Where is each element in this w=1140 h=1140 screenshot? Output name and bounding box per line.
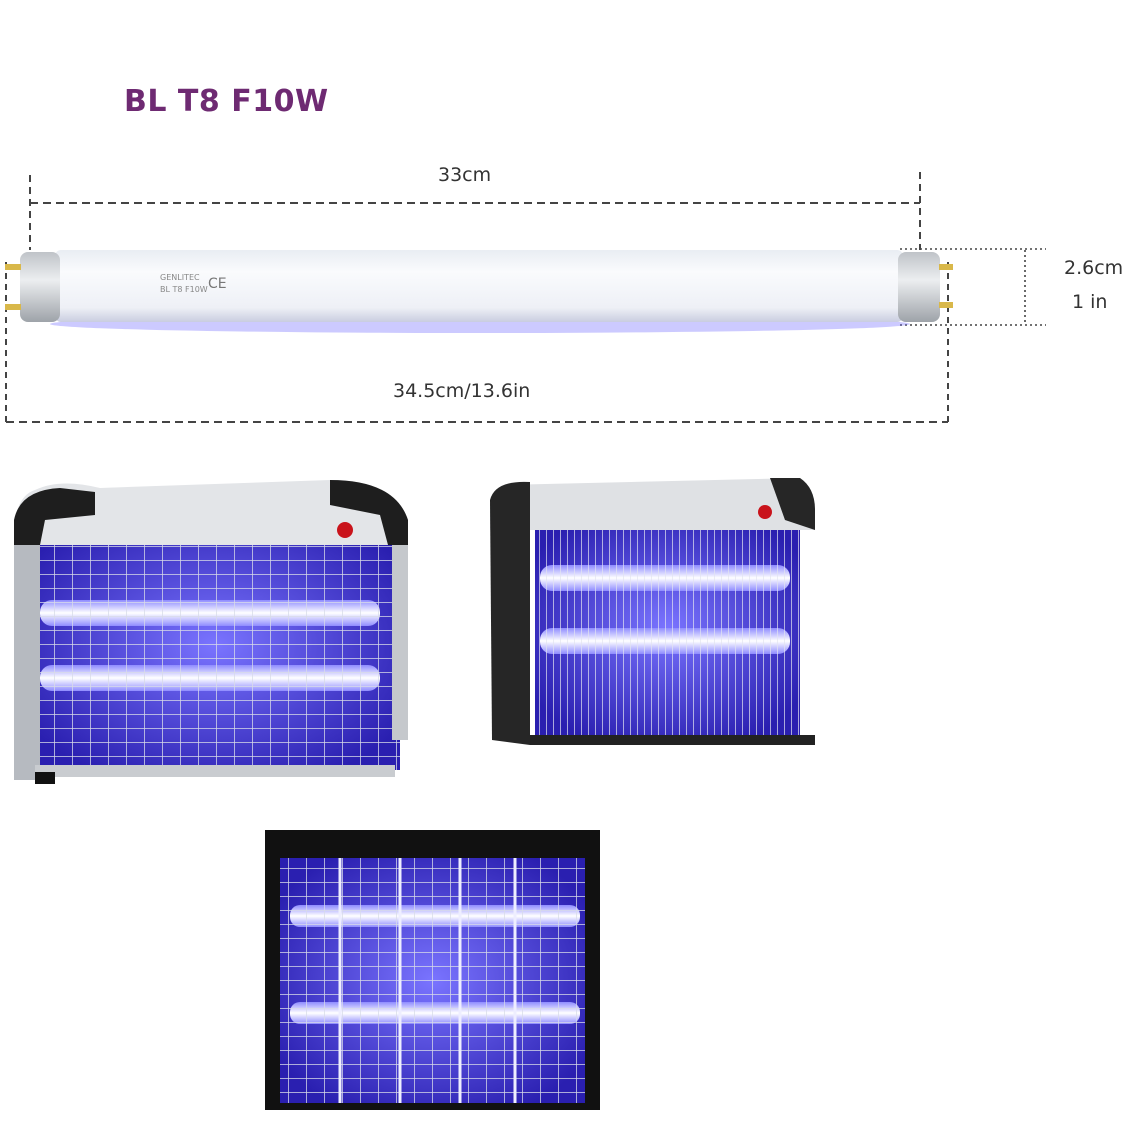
diameter-cm-label: 2.6cm [1064, 257, 1124, 279]
uv-tube: GENLITEC BL T8 F10W CE [5, 250, 953, 333]
svg-text:CE: CE [208, 276, 227, 292]
bug-zapper-black [490, 478, 815, 745]
product-title: BL T8 F10W [124, 84, 329, 119]
dimension-lines [5, 172, 1046, 424]
svg-text:BL T8 F10W: BL T8 F10W [160, 285, 208, 294]
bug-zapper-silver [14, 480, 408, 784]
overall-length-label: 34.5cm/13.6in [393, 380, 531, 402]
diameter-in-label: 1 in [1072, 291, 1108, 313]
svg-text:GENLITEC: GENLITEC [160, 273, 200, 282]
bug-zapper-front-view [265, 830, 600, 1110]
tube-length-label: 33cm [438, 164, 492, 186]
